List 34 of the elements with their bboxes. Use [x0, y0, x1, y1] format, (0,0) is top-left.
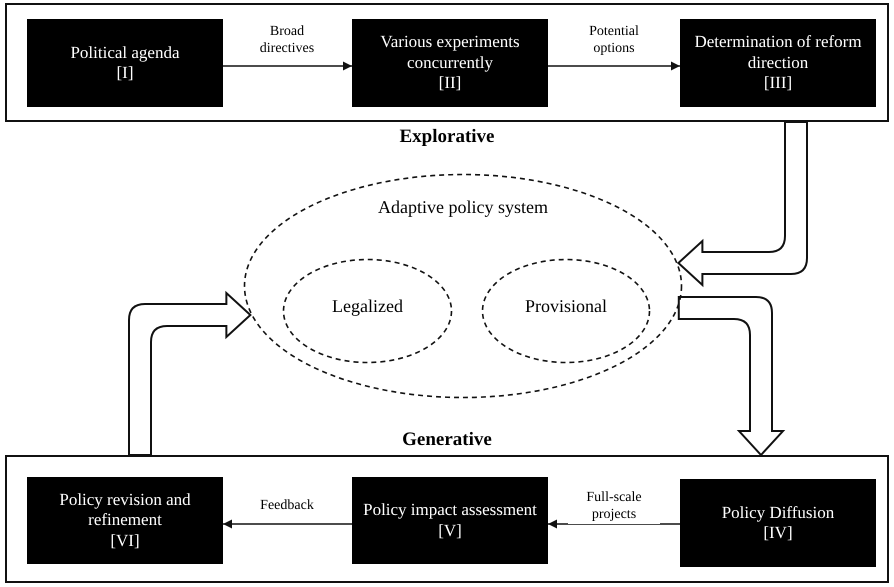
process-label: Policy Diffusion — [722, 502, 834, 523]
dashed-ellipse — [282, 258, 453, 364]
roman-numeral: [III] — [764, 73, 792, 94]
process-label: Policy impact assessment — [363, 500, 537, 520]
process-box — [27, 19, 223, 107]
process-label: Policy revision and refinement — [58, 490, 192, 531]
block-arrow — [678, 296, 784, 456]
roman-numeral: [VI] — [110, 530, 140, 552]
stage-heading: Explorative — [398, 126, 496, 148]
arrow — [223, 520, 352, 528]
edge-label: Full-scale projects — [568, 490, 660, 524]
process-box — [680, 479, 876, 567]
roman-numeral: [I] — [116, 63, 134, 84]
process-label: Determination of reform direction — [693, 32, 863, 74]
process-label: Various experiments concurrently — [379, 32, 521, 74]
process-label: Political agenda — [70, 42, 180, 63]
roman-numeral: [II] — [438, 73, 462, 94]
dashed-ellipse — [243, 173, 683, 399]
block-arrow — [677, 121, 808, 286]
arrow — [223, 62, 352, 70]
arrow — [548, 520, 680, 528]
process-box — [352, 19, 548, 107]
stage-heading: Generative — [401, 429, 493, 451]
arrow — [548, 62, 680, 70]
ellipse-label: Legalized — [331, 296, 404, 317]
dashed-ellipse — [481, 258, 651, 364]
process-box — [680, 19, 876, 107]
roman-numeral: [V] — [438, 520, 462, 541]
ellipse-label: Provisional — [524, 296, 608, 317]
process-box — [352, 477, 548, 564]
process-box — [27, 477, 223, 564]
ellipse-label: Adaptive policy system — [378, 197, 548, 218]
roman-numeral: [IV] — [763, 523, 793, 544]
block-arrow — [128, 292, 252, 456]
